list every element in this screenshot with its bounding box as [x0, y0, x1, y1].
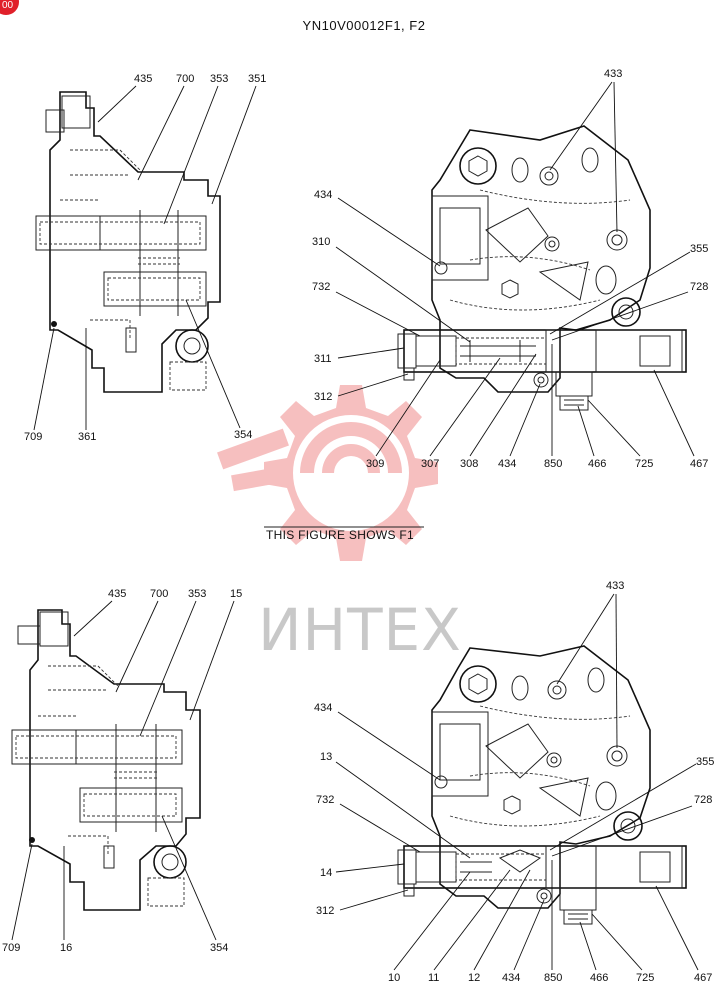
label-434-upper: 434	[314, 189, 332, 201]
label-700-f2: 700	[150, 588, 168, 600]
label-467-f2: 467	[694, 972, 712, 984]
watermark-text: ИНТЕХ	[258, 596, 462, 664]
f1-side-view	[35, 91, 221, 393]
label-433-f2: 433	[606, 580, 624, 592]
corner-badge-text: 00	[2, 0, 14, 11]
figure-caption: THIS FIGURE SHOWS F1	[266, 528, 414, 542]
label-850-f2: 850	[544, 972, 562, 984]
label-15: 15	[230, 588, 242, 600]
label-307: 307	[421, 458, 439, 470]
label-355: 355	[690, 243, 708, 255]
label-732: 732	[312, 281, 330, 293]
label-308: 308	[460, 458, 478, 470]
label-466: 466	[588, 458, 606, 470]
label-709: 709	[24, 431, 42, 443]
label-354: 354	[234, 429, 252, 441]
label-353-f2: 353	[188, 588, 206, 600]
label-312: 312	[314, 391, 332, 403]
label-12: 12	[468, 972, 480, 984]
label-354-f2: 354	[210, 942, 228, 954]
f2-front-labels: 433 434 13 355 732 728 14 312 10 11 12 4…	[314, 580, 714, 984]
f1-front-labels: 433 434 310 355 732 728 311 312 309 307 …	[312, 68, 708, 470]
label-13: 13	[320, 751, 332, 763]
f1-front-view	[397, 125, 687, 411]
label-16: 16	[60, 942, 72, 954]
label-435-f2: 435	[108, 588, 126, 600]
label-725-f2: 725	[636, 972, 654, 984]
label-709-f2: 709	[2, 942, 20, 954]
label-433: 433	[604, 68, 622, 80]
label-14: 14	[320, 867, 332, 879]
label-434-lower-f2: 434	[502, 972, 520, 984]
label-309: 309	[366, 458, 384, 470]
label-361: 361	[78, 431, 96, 443]
label-310: 310	[312, 236, 330, 248]
diagram-title: YN10V00012F1, F2	[303, 18, 426, 33]
label-10: 10	[388, 972, 400, 984]
f2-front-view	[397, 645, 687, 925]
label-355-f2: 355	[696, 756, 714, 768]
label-311: 311	[314, 353, 332, 365]
corner-badge: 00	[0, 0, 19, 15]
label-725: 725	[635, 458, 653, 470]
label-312-f2: 312	[316, 905, 334, 917]
label-732-f2: 732	[316, 794, 334, 806]
f2-side-labels: 435 700 353 15 709 16 354	[2, 588, 242, 954]
label-435: 435	[134, 73, 152, 85]
label-11: 11	[428, 972, 439, 984]
label-728-f2: 728	[694, 794, 712, 806]
label-434-lower: 434	[498, 458, 516, 470]
label-434-upper-f2: 434	[314, 702, 332, 714]
label-728: 728	[690, 281, 708, 293]
label-467: 467	[690, 458, 708, 470]
label-353: 353	[210, 73, 228, 85]
label-850: 850	[544, 458, 562, 470]
label-351: 351	[248, 73, 266, 85]
f2-side-view	[11, 609, 201, 911]
label-466-f2: 466	[590, 972, 608, 984]
label-700: 700	[176, 73, 194, 85]
f1-side-labels: 435 700 353 351 709 361 354	[24, 73, 266, 443]
